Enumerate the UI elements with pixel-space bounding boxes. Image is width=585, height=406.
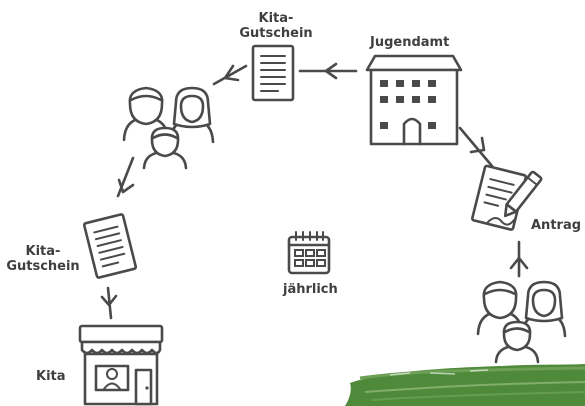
green-brush-stroke — [345, 364, 585, 406]
arrow-family-to-application — [509, 240, 529, 278]
kita-building-icon — [78, 324, 164, 406]
arrow-youth-office-to-voucher — [298, 62, 358, 80]
youth-office-building-icon — [365, 54, 463, 146]
arrow-voucher-to-kita — [100, 286, 118, 320]
application-label: Antrag — [531, 218, 582, 233]
youth-office-label: Jugendamt — [370, 35, 450, 50]
arrow-voucher-to-family — [212, 64, 248, 86]
voucher-left-label: Kita- Gutschein — [6, 244, 80, 274]
family-top-icon — [122, 86, 215, 170]
daycare-label: Kita — [36, 369, 66, 384]
application-form-icon — [471, 164, 543, 231]
voucher-top-label: Kita- Gutschein — [239, 11, 313, 41]
yearly-label: jährlich — [283, 282, 338, 297]
voucher-document-top-icon — [251, 44, 295, 102]
arrow-application-to-youth-office — [458, 126, 494, 168]
voucher-document-left-icon — [82, 213, 138, 279]
calendar-icon — [287, 231, 331, 275]
family-bottom-icon — [476, 280, 567, 364]
arrow-family-to-voucher — [116, 156, 135, 198]
